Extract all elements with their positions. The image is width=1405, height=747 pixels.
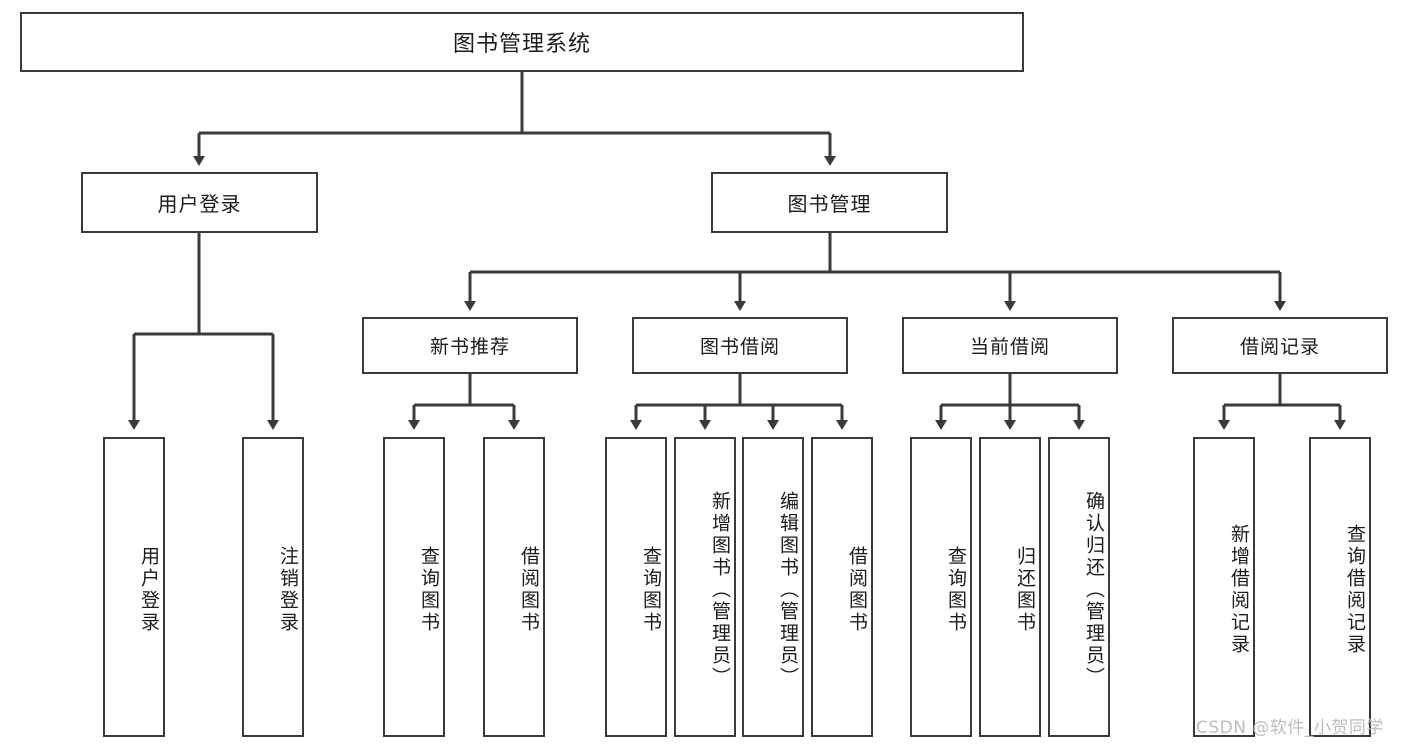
node-book-borrow[interactable]: 图书借阅 [632, 317, 848, 374]
node-book-management[interactable]: 图书管理 [711, 172, 948, 233]
leaf-borrow-record-2-label: 查询借阅记录 [1344, 524, 1366, 656]
leaf-new-book-2-label: 借阅图书 [518, 546, 540, 634]
node-current-borrow-label: 当前借阅 [969, 336, 1050, 358]
leaf-book-borrow-3[interactable]: 编辑图书（管理员） [742, 437, 804, 737]
leaf-current-borrow-2-label: 归还图书 [1014, 546, 1036, 634]
node-user-login[interactable]: 用户登录 [81, 172, 318, 233]
leaf-new-book-1-label: 查询图书 [418, 546, 440, 634]
leaf-borrow-record-2[interactable]: 查询借阅记录 [1309, 437, 1371, 737]
leaf-book-borrow-2-label: 新增图书（管理员） [709, 491, 731, 689]
leaf-current-borrow-3-label: 确认归还（管理员） [1083, 491, 1105, 689]
leaf-book-borrow-1[interactable]: 查询图书 [605, 437, 667, 737]
node-borrow-record-label: 借阅记录 [1239, 336, 1320, 358]
leaf-user-login-1-label: 用户登录 [138, 546, 160, 634]
leaf-borrow-record-1[interactable]: 新增借阅记录 [1193, 437, 1255, 737]
leaf-new-book-2[interactable]: 借阅图书 [483, 437, 545, 737]
leaf-current-borrow-3[interactable]: 确认归还（管理员） [1048, 437, 1110, 737]
leaf-book-borrow-1-label: 查询图书 [640, 546, 662, 634]
node-book-borrow-label: 图书借阅 [699, 336, 780, 358]
leaf-new-book-1[interactable]: 查询图书 [383, 437, 445, 737]
node-root[interactable]: 图书管理系统 [20, 12, 1024, 72]
node-user-login-label: 用户登录 [157, 192, 242, 216]
node-borrow-record[interactable]: 借阅记录 [1172, 317, 1388, 374]
leaf-user-login-2-label: 注销登录 [277, 546, 299, 634]
leaf-current-borrow-1-label: 查询图书 [945, 546, 967, 634]
node-new-book-recommend-label: 新书推荐 [429, 336, 510, 358]
leaf-current-borrow-1[interactable]: 查询图书 [910, 437, 972, 737]
leaf-current-borrow-2[interactable]: 归还图书 [979, 437, 1041, 737]
leaf-book-borrow-3-label: 编辑图书（管理员） [777, 491, 799, 689]
leaf-user-login-2[interactable]: 注销登录 [242, 437, 304, 737]
node-new-book-recommend[interactable]: 新书推荐 [362, 317, 578, 374]
leaf-borrow-record-1-label: 新增借阅记录 [1228, 524, 1250, 656]
leaf-book-borrow-4[interactable]: 借阅图书 [811, 437, 873, 737]
node-root-label: 图书管理系统 [452, 32, 591, 57]
csdn-watermark: CSDN @软件_小贺同学 [1196, 718, 1384, 738]
leaf-book-borrow-2[interactable]: 新增图书（管理员） [674, 437, 736, 737]
leaf-book-borrow-4-label: 借阅图书 [846, 546, 868, 634]
node-current-borrow[interactable]: 当前借阅 [902, 317, 1118, 374]
leaf-user-login-1[interactable]: 用户登录 [103, 437, 165, 737]
node-book-management-label: 图书管理 [787, 192, 872, 216]
